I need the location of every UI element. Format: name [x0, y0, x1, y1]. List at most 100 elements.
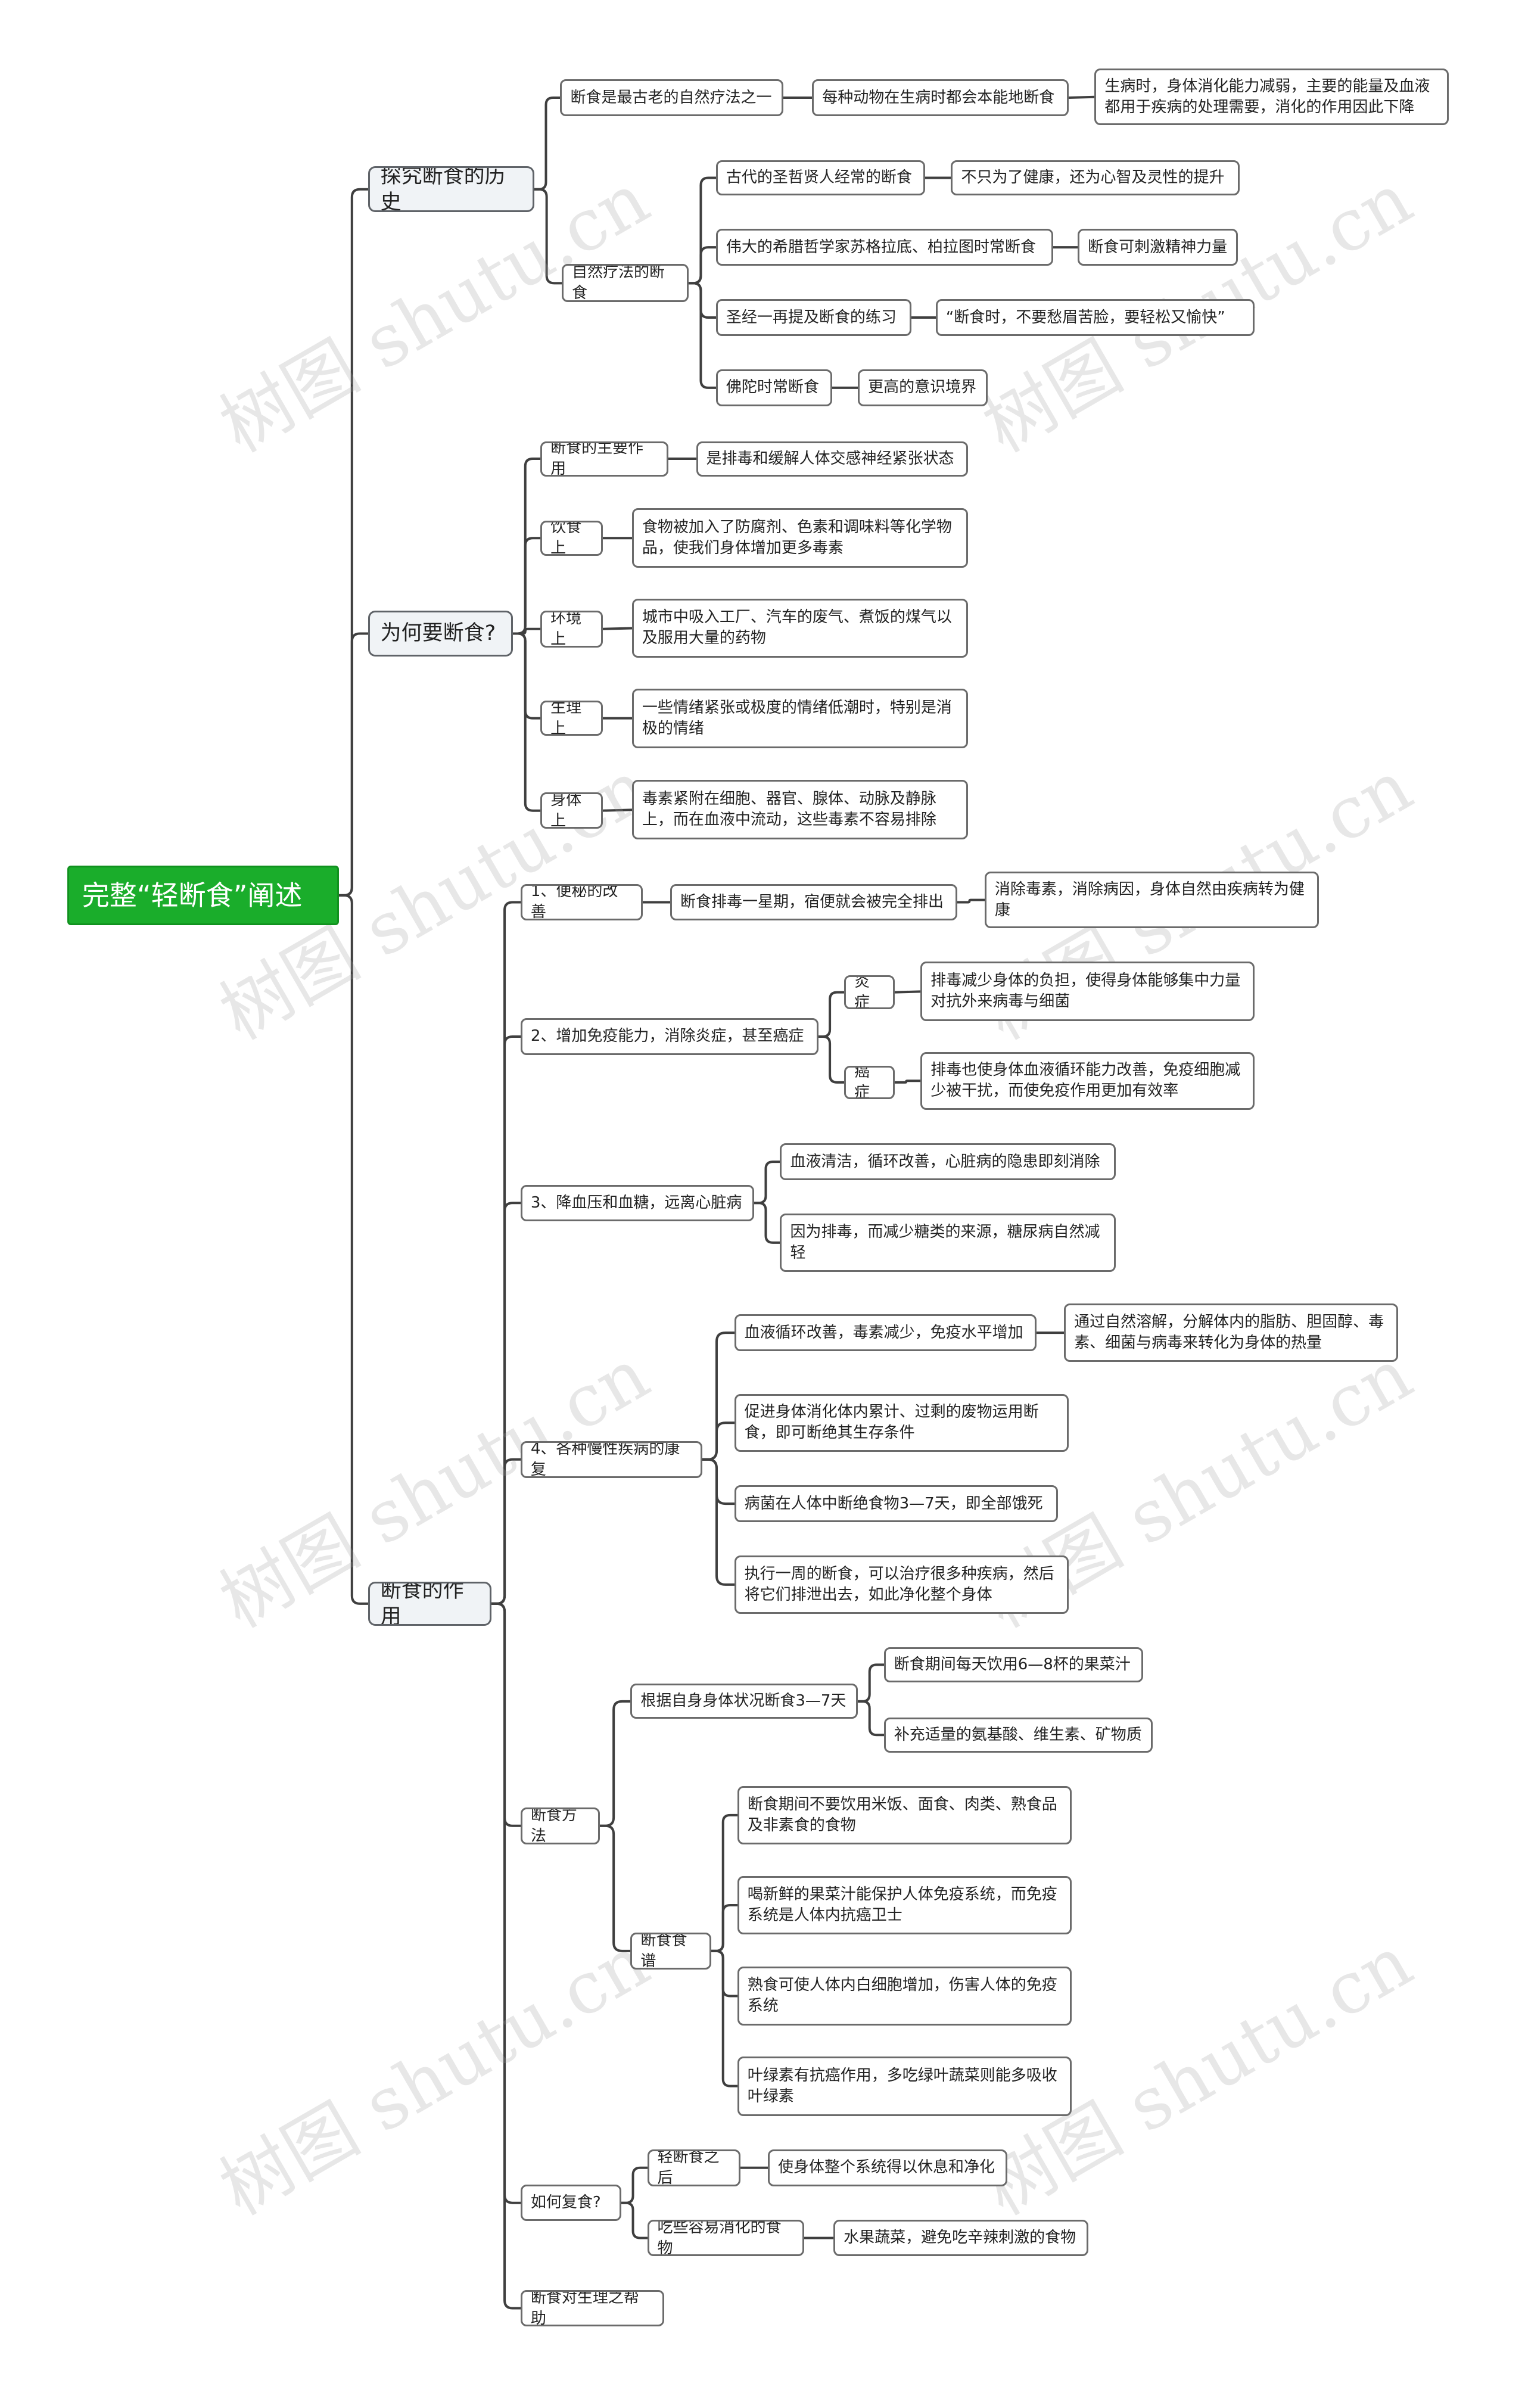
- connector-n3_4-n3_4_3: [701, 1458, 736, 1505]
- connector-root-n3: [337, 894, 369, 1605]
- topic-chlorophyll[interactable]: 叶绿素有抗癌作用，多吃绿叶蔬菜则能多吸收叶绿素: [737, 2056, 1072, 2116]
- connector-n3_5_2-n3_5_2_1: [710, 1813, 739, 1952]
- topic-natural-therapy-fasting[interactable]: 自然疗法的断食: [562, 264, 689, 303]
- topic-digestion-weakens[interactable]: 生病时，身体消化能力减弱，主要的能量及血液都用于疾病的处理需要，消化的作用因此下…: [1094, 69, 1449, 126]
- connector-n3-n3_2: [490, 1035, 522, 1605]
- connector-n3_2_2-n3_2_2_1: [893, 1079, 922, 1084]
- topic-physiology-detail[interactable]: 一些情绪紧张或极度的情绪低潮时，特别是消极的情绪: [631, 688, 968, 748]
- topic-cooked-food[interactable]: 熟食可使人体内白细胞增加，伤害人体的免疫系统: [737, 1966, 1072, 2026]
- topic-animals-fast-instinctively[interactable]: 每种动物在生病时都会本能地断食: [812, 79, 1069, 116]
- connector-n3_6-n3_6_2: [620, 2201, 649, 2239]
- topic-juice-cups[interactable]: 断食期间每天饮用6—8杯的果菜汁: [883, 1647, 1144, 1682]
- topic-why-fast[interactable]: 为何要断食?: [368, 611, 513, 657]
- topic-constipation[interactable]: 1、便秘的改善: [520, 883, 643, 921]
- connector-n3_5_1-n3_5_1_1: [857, 1663, 885, 1703]
- connector-n1-n1_2: [533, 188, 563, 285]
- connector-n2-n2_2: [512, 537, 542, 635]
- topic-detox-relief[interactable]: 是排毒和缓解人体交感神经紧张状态: [696, 441, 968, 477]
- topic-higher-consciousness[interactable]: 更高的意识境界: [858, 369, 988, 406]
- topic-spirit-power[interactable]: 断食可刺激精神力量: [1078, 229, 1238, 266]
- topic-environment[interactable]: 环境上: [540, 611, 603, 648]
- topic-bible-quote[interactable]: “断食时，不要愁眉苦脸，要轻松又愉快”: [935, 299, 1255, 336]
- topic-inflammation-detail[interactable]: 排毒减少身体的负担，使得身体能够集中力量对抗外来病毒与细菌: [920, 962, 1255, 1022]
- topic-body-detail[interactable]: 毒素紧附在细胞、器官、腺体、动脉及静脉上，而在血液中流动，这些毒素不容易排除: [631, 780, 968, 840]
- connector-n3_5_1-n3_5_1_2: [857, 1700, 885, 1737]
- topic-buddha[interactable]: 佛陀时常断食: [715, 369, 832, 406]
- connector-n3_4-n3_4_2: [701, 1421, 736, 1461]
- topic-diet-detail[interactable]: 食物被加入了防腐剂、色素和调味料等化学物品，使我们身体增加更多毒素: [631, 508, 968, 568]
- topic-physiological-help[interactable]: 断食对生理之帮助: [520, 2289, 664, 2327]
- connector-n3-n3_3: [490, 1202, 522, 1605]
- topic-greek-philosophers[interactable]: 伟大的希腊哲学家苏格拉底、柏拉图时常断食: [715, 229, 1054, 266]
- topic-avoid-foods[interactable]: 断食期间不要饮用米饭、面食、肉类、熟食品及非素食的食物: [737, 1786, 1072, 1844]
- connector-n3_2-n3_2_2: [817, 1035, 846, 1084]
- topic-history[interactable]: 探究断食的历史: [368, 166, 534, 213]
- topic-blood-pressure[interactable]: 3、降血压和血糖，远离心脏病: [520, 1184, 754, 1221]
- connector-n2-n2_5: [512, 632, 542, 812]
- topic-dissolve-fat[interactable]: 通过自然溶解，分解体内的脂肪、胆固醇、毒素、细菌与病毒来转化为身体的热量: [1064, 1303, 1399, 1362]
- topic-week-fast[interactable]: 执行一周的断食，可以治疗很多种疾病，然后将它们排泄出去，如此净化整个身体: [734, 1555, 1069, 1614]
- connector-n3_5-n3_5_1: [599, 1700, 632, 1827]
- topic-oldest-natural-therapy[interactable]: 断食是最古老的自然疗法之一: [560, 79, 783, 116]
- topic-effects[interactable]: 断食的作用: [368, 1581, 492, 1626]
- topic-inflammation[interactable]: 炎症: [844, 975, 895, 1009]
- topic-easy-digest[interactable]: 吃些容易消化的食物: [647, 2219, 805, 2257]
- topic-ancient-sages[interactable]: 古代的圣哲贤人经常的断食: [715, 160, 925, 195]
- topic-body[interactable]: 身体上: [540, 792, 603, 829]
- topic-diet[interactable]: 饮食上: [540, 520, 603, 556]
- topic-after-light-fast[interactable]: 轻断食之后: [647, 2149, 740, 2186]
- topic-waste-digestion[interactable]: 促进身体消化体内累计、过剩的废物运用断食，即可断绝其生存条件: [734, 1393, 1069, 1452]
- root-topic[interactable]: 完整“轻断食”阐述: [67, 865, 339, 925]
- topic-immunity[interactable]: 2、增加免疫能力，消除炎症，甚至癌症: [520, 1018, 818, 1055]
- topic-cancer-detail[interactable]: 排毒也使身体血液循环能力改善，免疫细胞减少被干扰，而使免疫作用更加有效率: [920, 1051, 1255, 1110]
- topic-blood-clean[interactable]: 血液清洁，循环改善，心脏病的隐患即刻消除: [780, 1143, 1116, 1180]
- connector-n3-n3_5: [490, 1602, 522, 1827]
- connector-n2-n2_3: [512, 627, 542, 635]
- connector-root-n1: [337, 188, 369, 897]
- topic-rest-purify[interactable]: 使身体整个系统得以休息和净化: [767, 2149, 1008, 2186]
- connector-n1-n1_1: [533, 97, 562, 191]
- connector-n3_5_2-n3_5_2_4: [710, 1949, 739, 2087]
- connector-n3_5-n3_5_2: [599, 1824, 632, 1952]
- topic-physiology[interactable]: 生理上: [540, 701, 603, 736]
- topic-circulation[interactable]: 血液循环改善，毒素减少，免疫水平增加: [734, 1314, 1037, 1351]
- connector-n3_4-n3_4_4: [701, 1458, 736, 1586]
- connector-n3_6-n3_6_1: [620, 2166, 649, 2204]
- topic-remove-toxins[interactable]: 消除毒素，消除病因，身体自然由疾病转为健康: [984, 872, 1319, 928]
- connector-n3_4-n3_4_1: [701, 1331, 736, 1461]
- topic-fasting-recipes[interactable]: 断食食谱: [630, 1933, 712, 1970]
- connector-n1_2-n1_2_3: [687, 282, 717, 319]
- connector-n2-n2_1: [512, 458, 542, 635]
- topic-fast-3-7-days[interactable]: 根据自身身体状况断食3—7天: [630, 1684, 858, 1719]
- topic-cancer[interactable]: 癌症: [844, 1065, 895, 1099]
- connector-n1_2-n1_2_4: [687, 282, 717, 389]
- topic-germs-starve[interactable]: 病菌在人体中断绝食物3—7天，即全部饿死: [734, 1485, 1058, 1522]
- topic-environment-detail[interactable]: 城市中吸入工厂、汽车的废气、煮饭的煤气以及服用大量的药物: [631, 598, 968, 658]
- topic-supplements[interactable]: 补充适量的氨基酸、维生素、矿物质: [883, 1717, 1153, 1753]
- connector-n3_1_1-n3_1_1_1: [956, 898, 986, 904]
- topic-stool-expelled[interactable]: 断食排毒一星期，宿便就会被完全排出: [670, 883, 957, 921]
- connector-n3-n3_1: [490, 901, 522, 1605]
- connector-n3_2_1-n3_2_1_1: [893, 990, 922, 994]
- connector-n2-n2_4: [512, 632, 542, 720]
- connector-n1_2-n1_2_2: [687, 246, 717, 285]
- connector-n3_3-n3_3_2: [752, 1202, 782, 1244]
- topic-main-effect[interactable]: 断食的主要作用: [540, 441, 669, 477]
- connector-n3-n3_7: [490, 1602, 522, 2310]
- topic-resume-eating[interactable]: 如何复食?: [520, 2184, 621, 2222]
- topic-fasting-method[interactable]: 断食方法: [520, 1807, 600, 1844]
- topic-diabetes[interactable]: 因为排毒，而减少糖类的来源，糖尿病自然减轻: [780, 1214, 1116, 1272]
- topic-mind-spirit[interactable]: 不只为了健康，还为心智及灵性的提升: [951, 160, 1240, 195]
- connector-n3_5_2-n3_5_2_2: [710, 1904, 739, 1952]
- connector-n3-n3_4: [490, 1458, 522, 1605]
- topic-fresh-juice[interactable]: 喝新鲜的果菜汁能保护人体免疫系统，而免疫系统是人体内抗癌卫士: [737, 1876, 1072, 1934]
- connector-root-n2: [337, 632, 369, 897]
- connector-n2_3-n2_3_1: [602, 627, 633, 630]
- topic-chronic-recovery[interactable]: 4、各种慢性疾病的康复: [520, 1441, 702, 1478]
- connector-n1_1_1-n1_1_1_1: [1067, 95, 1096, 99]
- topic-bible[interactable]: 圣经一再提及断食的练习: [715, 299, 911, 336]
- connector-n3_5_2-n3_5_2_3: [710, 1949, 739, 1998]
- topic-fruit-veg[interactable]: 水果蔬菜，避免吃辛辣刺激的食物: [833, 2219, 1089, 2257]
- connector-n3-n3_6: [490, 1602, 522, 2204]
